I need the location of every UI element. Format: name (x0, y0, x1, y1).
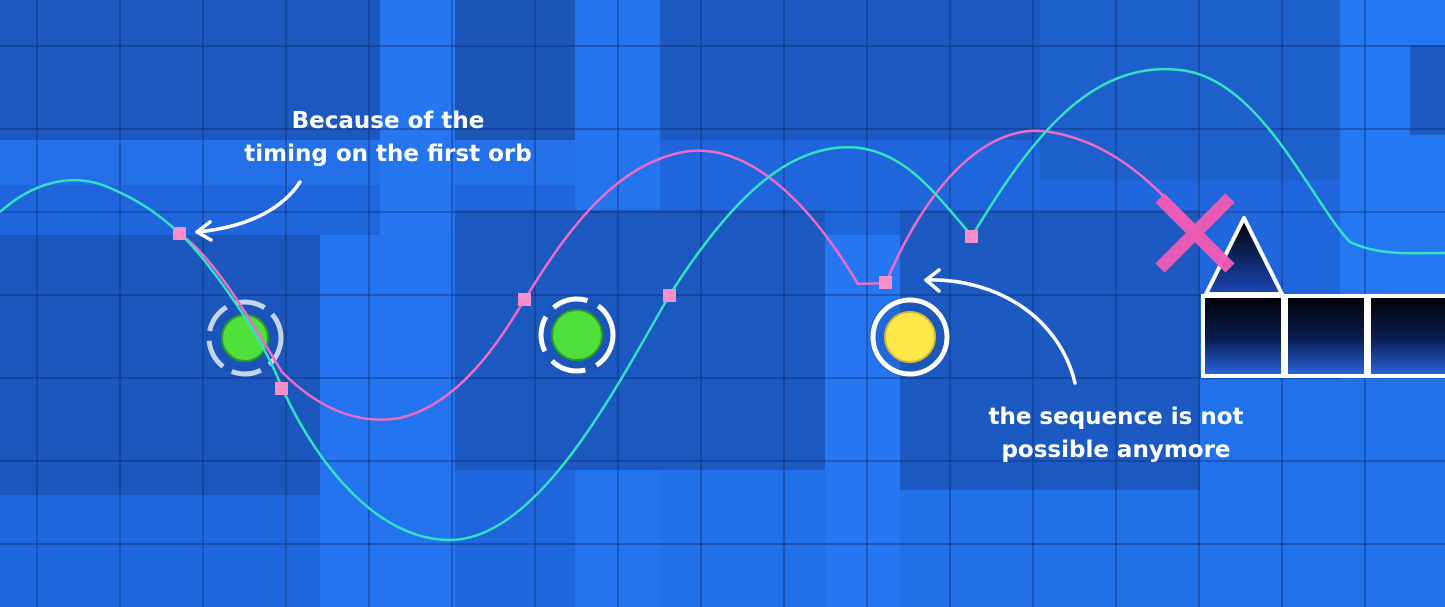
sequence-caption-line-2: possible anymore (1001, 437, 1231, 463)
click-marker (965, 230, 978, 243)
block-2 (1284, 294, 1368, 378)
block-1 (1201, 294, 1285, 378)
click-marker (275, 382, 288, 395)
block-3 (1367, 294, 1445, 378)
click-marker (663, 289, 676, 302)
orb-green-first (205, 298, 285, 378)
arrow-to-first-orb-icon (195, 180, 302, 242)
click-markers (173, 227, 978, 395)
sequence-caption: the sequence is not possible anymore (966, 401, 1266, 467)
click-marker (518, 293, 531, 306)
first-orb-caption: Because of the timing on the first orb (218, 105, 558, 171)
click-marker (879, 276, 892, 289)
orb-green-second (537, 295, 617, 375)
first-orb-caption-line-2: timing on the first orb (244, 141, 532, 167)
alternate-path-line (178, 129, 1226, 421)
click-marker (173, 227, 186, 240)
first-orb-caption-line-1: Because of the (291, 108, 485, 134)
sequence-caption-line-1: the sequence is not (988, 404, 1244, 430)
arrow-to-yellow-orb-icon (924, 268, 1077, 385)
x-mark-icon (1155, 193, 1235, 273)
solid-blocks (1201, 294, 1445, 378)
orb-yellow (869, 296, 951, 378)
